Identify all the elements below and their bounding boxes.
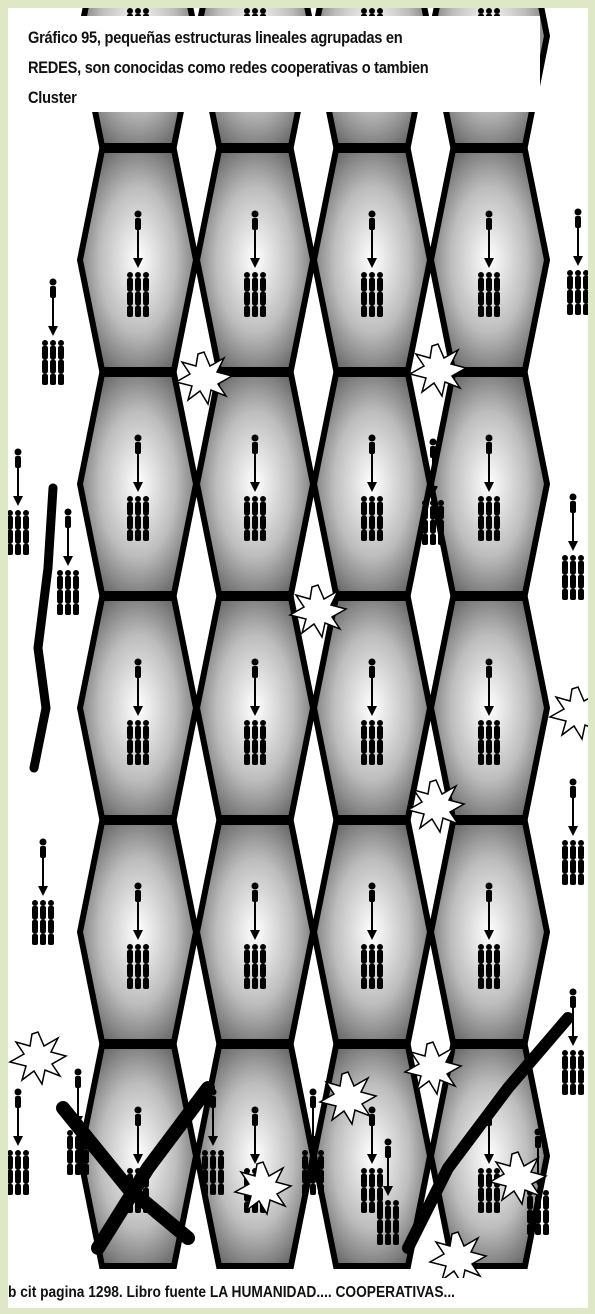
source-citation: b cit pagina 1298. Libro fuente LA HUMAN… bbox=[8, 1284, 455, 1302]
burst-icon bbox=[10, 1032, 66, 1084]
caption-line-2: REDES, son conocidas como redes cooperat… bbox=[28, 58, 428, 78]
isolated-structure bbox=[32, 839, 54, 946]
burst-icon bbox=[430, 1232, 486, 1284]
cross-out-stroke bbox=[34, 488, 53, 768]
isolated-structure bbox=[562, 494, 584, 601]
diagram-canvas: Gráfico 95, pequeñas estructuras lineale… bbox=[8, 8, 588, 1308]
figure-caption: Gráfico 95, pequeñas estructuras lineale… bbox=[16, 16, 540, 112]
burst-icon bbox=[550, 687, 588, 739]
isolated-structure bbox=[57, 509, 79, 616]
isolated-structure bbox=[562, 779, 584, 886]
caption-line-3: Cluster bbox=[28, 88, 77, 108]
cluster-diagram bbox=[8, 8, 588, 1308]
isolated-structure bbox=[567, 209, 588, 316]
hex-grid bbox=[80, 8, 547, 1266]
source-footer: b cit pagina 1298. Libro fuente LA HUMAN… bbox=[8, 1278, 588, 1308]
caption-line-1: Gráfico 95, pequeñas estructuras lineale… bbox=[28, 28, 402, 48]
isolated-structure bbox=[8, 1089, 29, 1196]
isolated-structure bbox=[42, 279, 64, 386]
isolated-structure bbox=[8, 449, 29, 556]
isolated-structure bbox=[562, 989, 584, 1096]
